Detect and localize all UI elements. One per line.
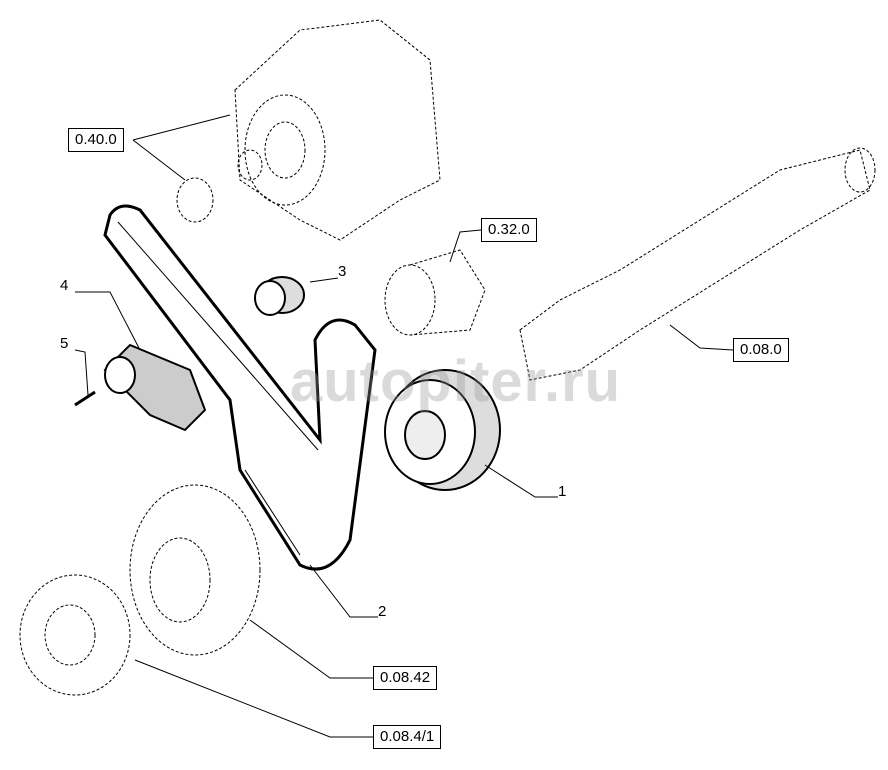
ref-alternator[interactable]: 0.40.0 (68, 128, 124, 152)
idler-pulley (384, 369, 501, 491)
ref-crankshaft[interactable]: 0.08.0 (733, 338, 789, 362)
ref-pulley[interactable]: 0.08.4/1 (373, 725, 442, 749)
part-number-1[interactable]: 1 (558, 483, 567, 500)
damper-pulley-reference (19, 484, 261, 696)
bolt (74, 390, 96, 407)
part-number-4[interactable]: 4 (60, 277, 69, 294)
part-number-2[interactable]: 2 (378, 603, 387, 620)
alternator-reference (176, 19, 441, 241)
belt (103, 204, 377, 571)
part-number-3[interactable]: 3 (338, 263, 347, 280)
water-pump-reference (384, 249, 486, 336)
crankshaft-reference (519, 147, 876, 381)
leader-lines (74, 114, 734, 738)
ref-damper[interactable]: 0.08.42 (373, 666, 438, 690)
watermark: autopiter.ru (290, 349, 622, 414)
idler-roller (254, 276, 305, 316)
part-number-5[interactable]: 5 (60, 335, 69, 352)
ref-water-pump[interactable]: 0.32.0 (481, 218, 537, 242)
belt-tensioner (103, 343, 207, 432)
